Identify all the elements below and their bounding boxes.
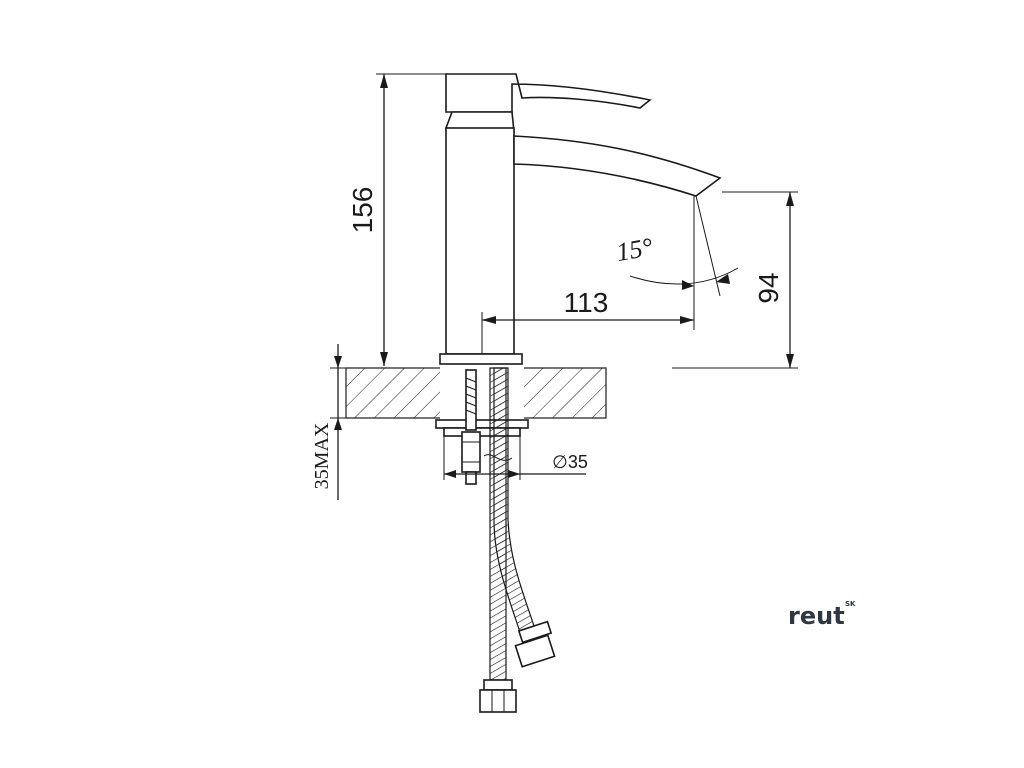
dimension-deck-thickness: 35MAX [311, 344, 346, 500]
dimension-15-degree-label: 15° [614, 232, 655, 267]
dimension-total-height: 156 [347, 73, 446, 366]
faucet-body [435, 73, 722, 437]
mounting-hardware [461, 369, 481, 485]
dimension-113-label: 113 [564, 287, 609, 318]
dimension-35max-label: 35MAX [311, 422, 333, 489]
dimension-spout-angle: 15° [614, 195, 739, 297]
brand-suffix: SK [845, 600, 856, 608]
dimension-hole-diameter: ∅35 [443, 436, 588, 480]
dimension-spout-reach: 113 [481, 196, 695, 354]
supply-hoses [479, 367, 556, 713]
brand-logo: reut SK [788, 600, 856, 630]
dimension-156-label: 156 [347, 187, 378, 234]
dimension-94-label: 94 [753, 272, 784, 303]
dimension-diameter-35-label: ∅35 [552, 452, 588, 472]
dimension-spout-height: 94 [672, 191, 798, 369]
brand-name: reut [788, 602, 845, 630]
